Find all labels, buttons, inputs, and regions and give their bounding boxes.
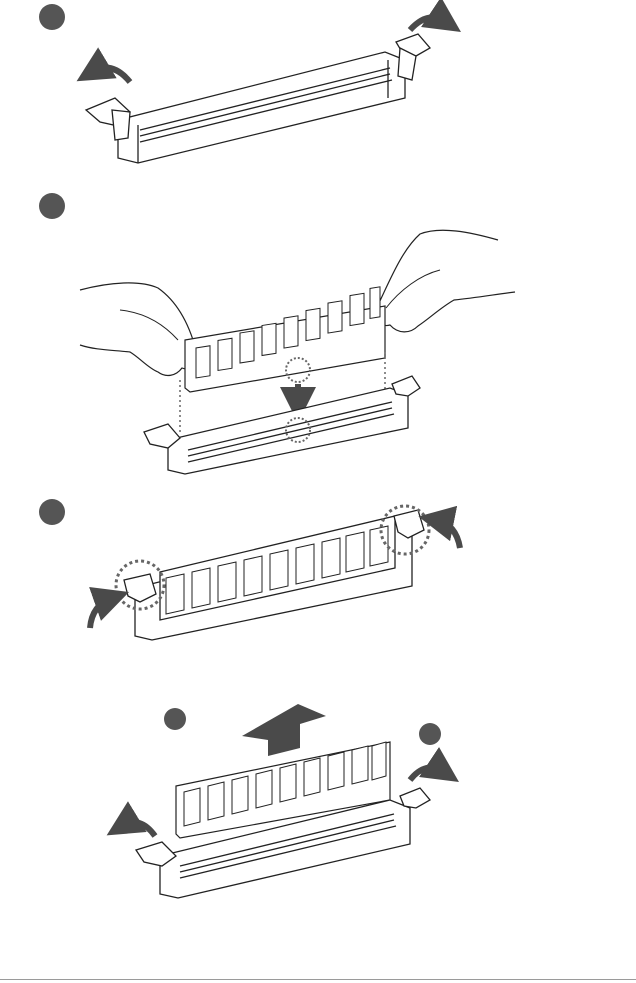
step-3-group xyxy=(39,499,460,640)
dimm-slot xyxy=(118,52,405,163)
left-clip xyxy=(86,98,130,140)
removal-marker-b xyxy=(419,723,441,745)
rotate-arrow-icon xyxy=(436,520,460,548)
installed-module xyxy=(135,516,412,640)
right-clip xyxy=(400,788,430,808)
rotate-arrow-icon xyxy=(90,598,112,628)
right-clip xyxy=(396,34,430,80)
rotate-arrow-icon xyxy=(410,18,446,31)
memory-module xyxy=(185,287,385,392)
step-2-group xyxy=(39,193,515,474)
step-2-marker xyxy=(39,193,65,219)
removal-group xyxy=(122,704,444,898)
footer-rule xyxy=(0,979,636,980)
step-3-marker xyxy=(39,499,65,525)
dimm-slot xyxy=(168,388,408,474)
rotate-arrow-icon xyxy=(410,768,444,781)
rotate-arrow-icon xyxy=(92,68,130,82)
up-arrow-icon xyxy=(242,704,326,756)
step-1-marker xyxy=(39,4,65,30)
step-1-group xyxy=(39,4,446,163)
hand-icon xyxy=(80,283,197,376)
rotate-arrow-icon xyxy=(122,822,155,836)
hand-icon xyxy=(376,230,515,332)
right-clip xyxy=(392,376,420,396)
removal-marker-a xyxy=(164,708,186,730)
